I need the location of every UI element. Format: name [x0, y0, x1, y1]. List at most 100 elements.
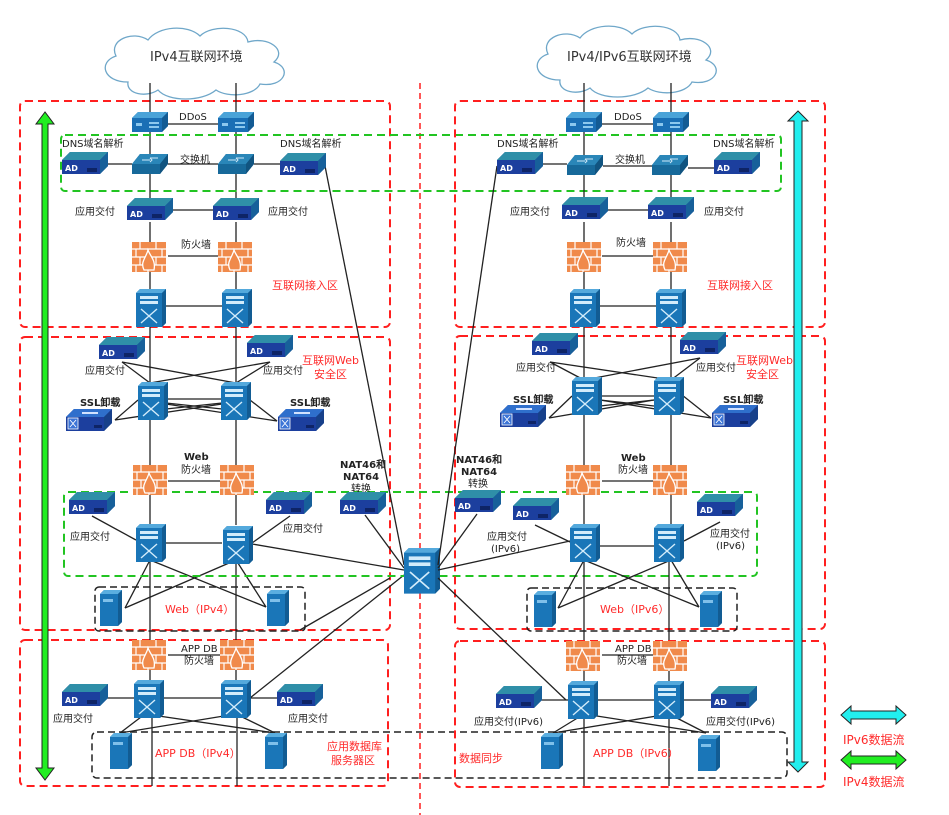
zone-label-access-right: 互联网接入区 — [707, 279, 773, 292]
adc-left-1 — [127, 198, 173, 220]
cloud-ipv4-label: IPv4互联网环境 — [150, 50, 243, 65]
web-core-switch-left-1 — [137, 381, 169, 421]
ssl-label-left-2: SSL卸载 — [290, 396, 330, 409]
nat-label-right-2: NAT64 — [461, 467, 497, 478]
db-adc-left-1 — [62, 684, 108, 706]
web-fw-label-left-1: Web — [184, 452, 209, 463]
web-fw-label-left-2: 防火墙 — [181, 463, 211, 476]
inner-adc-label-right-2b: (IPv6) — [716, 541, 745, 552]
switch-right-1 — [566, 154, 604, 176]
db-firewall-left-1 — [131, 639, 167, 671]
dns-ad-left-2 — [280, 153, 326, 175]
inner-core-switch-right-2 — [653, 523, 685, 563]
nat-ad-left — [340, 492, 386, 514]
zone-internet-access-left — [19, 100, 391, 328]
inner-core-switch-left-2 — [222, 525, 254, 565]
ddos-label-right: DDoS — [614, 112, 642, 123]
nat-label-left-3: 转换 — [351, 482, 371, 495]
zone-label-web-right-2: 安全区 — [746, 367, 779, 381]
zone-label-web-left-1: 互联网Web — [302, 354, 359, 367]
firewall-label-left: 防火墙 — [181, 238, 211, 251]
firewall-left-2 — [217, 241, 253, 273]
web-server-left-1 — [100, 590, 122, 626]
legend-ipv6-label: IPv6数据流 — [843, 732, 905, 747]
switch-left-2 — [217, 153, 255, 175]
ddos-device-left-2 — [218, 112, 254, 132]
web-server-group-right — [526, 587, 738, 632]
ssl-label-left-1: SSL卸载 — [80, 396, 120, 409]
dns-ad-right-1 — [497, 152, 543, 174]
inner-adc-left-2 — [266, 492, 312, 514]
zone-label-access-left: 互联网接入区 — [272, 279, 338, 292]
switch-label-right: 交换机 — [615, 153, 645, 166]
ipv6-flow-arrow-vertical — [786, 110, 810, 773]
zone-app-db-left — [19, 639, 389, 787]
inner-adc-label-left-2: 应用交付 — [283, 522, 323, 535]
ipv4-flow-arrow-vertical — [35, 111, 55, 781]
db-adc-right-2 — [711, 686, 757, 708]
db-adc-label-left-1: 应用交付 — [53, 712, 93, 725]
data-sync-label: 数据同步 — [459, 751, 503, 765]
inner-adc-label-right-2a: 应用交付 — [710, 527, 750, 540]
dns-ad-right-2 — [714, 152, 760, 174]
web-core-switch-left-2 — [220, 381, 252, 421]
legend-ipv4-arrow — [840, 749, 907, 771]
db-fw-label-left-2: 防火墙 — [184, 654, 214, 667]
ddos-device-left-1 — [132, 112, 168, 132]
adc-right-1 — [562, 197, 608, 219]
adc-label-right-2: 应用交付 — [704, 205, 744, 218]
firewall-label-right: 防火墙 — [616, 236, 646, 249]
db-adc-label-right-2: 应用交付(IPv6) — [706, 715, 775, 728]
nat-ad-right — [455, 490, 501, 512]
inner-core-switch-left-1 — [135, 523, 167, 563]
core-switch-right-1 — [569, 288, 601, 328]
switch-right-2 — [651, 154, 689, 176]
switch-left-1 — [131, 153, 169, 175]
nat-label-right-1: NAT46和 — [456, 453, 502, 466]
zone-web-security-left — [19, 336, 391, 631]
db-firewall-right-1 — [565, 640, 601, 672]
web-adc-label-left-1: 应用交付 — [85, 364, 125, 377]
right-ipv6-network: IPv4/IPv6互联网环境 — [437, 25, 826, 788]
nat-label-left-2: NAT64 — [343, 472, 379, 483]
inner-adc-right-2 — [697, 494, 743, 516]
ssl-offload-left-1 — [65, 408, 113, 432]
web-servers-label-right: Web（IPv6） — [600, 603, 669, 616]
dns-ad-left-1 — [62, 152, 108, 174]
db-server-left-1 — [110, 733, 132, 769]
central-core-switch — [403, 547, 441, 595]
core-switch-left-1 — [135, 288, 167, 328]
nat-label-right-3: 转换 — [468, 477, 488, 490]
legend-ipv4-label: IPv4数据流 — [843, 774, 905, 789]
inner-adc-label-right-1a: 应用交付 — [487, 530, 527, 543]
web-adc-label-right-2: 应用交付 — [696, 361, 736, 374]
adc-label-left-1: 应用交付 — [75, 205, 115, 218]
dns-label-left-2: DNS域名解析 — [280, 137, 342, 150]
web-adc-left-2 — [247, 335, 293, 357]
zone-label-web-right-1: 互联网Web — [736, 354, 793, 367]
ssl-label-right-1: SSL卸载 — [513, 393, 553, 406]
legend-ipv6-arrow — [840, 704, 907, 726]
web-adc-right-1 — [532, 333, 578, 355]
nat-label-left-1: NAT46和 — [340, 458, 386, 471]
web-firewall-right-2 — [652, 464, 688, 496]
web-firewall-left-1 — [132, 464, 168, 496]
left-ipv4-network: IPv4互联网环境 — [19, 27, 788, 787]
inner-adc-label-right-1b: (IPv6) — [491, 544, 520, 555]
core-switch-right-2 — [655, 288, 687, 328]
web-adc-label-left-2: 应用交付 — [263, 364, 303, 377]
web-servers-label-left: Web（IPv4） — [165, 603, 234, 616]
db-core-switch-left-2 — [220, 679, 252, 719]
dns-group-left — [60, 134, 782, 192]
web-adc-left-1 — [99, 337, 145, 359]
inner-adc-label-left-1: 应用交付 — [70, 530, 110, 543]
firewall-right-2 — [652, 241, 688, 273]
zone-web-security-right — [454, 335, 826, 630]
dns-label-right-1: DNS域名解析 — [497, 137, 559, 150]
db-servers-label-right: APP DB（IPv6） — [593, 747, 679, 760]
legend: IPv6数据流 IPv4数据流 — [840, 704, 907, 789]
web-fw-label-right-1: Web — [621, 453, 646, 464]
db-adc-label-left-2: 应用交付 — [288, 712, 328, 725]
db-fw-label-right-1: APP DB — [615, 644, 652, 655]
